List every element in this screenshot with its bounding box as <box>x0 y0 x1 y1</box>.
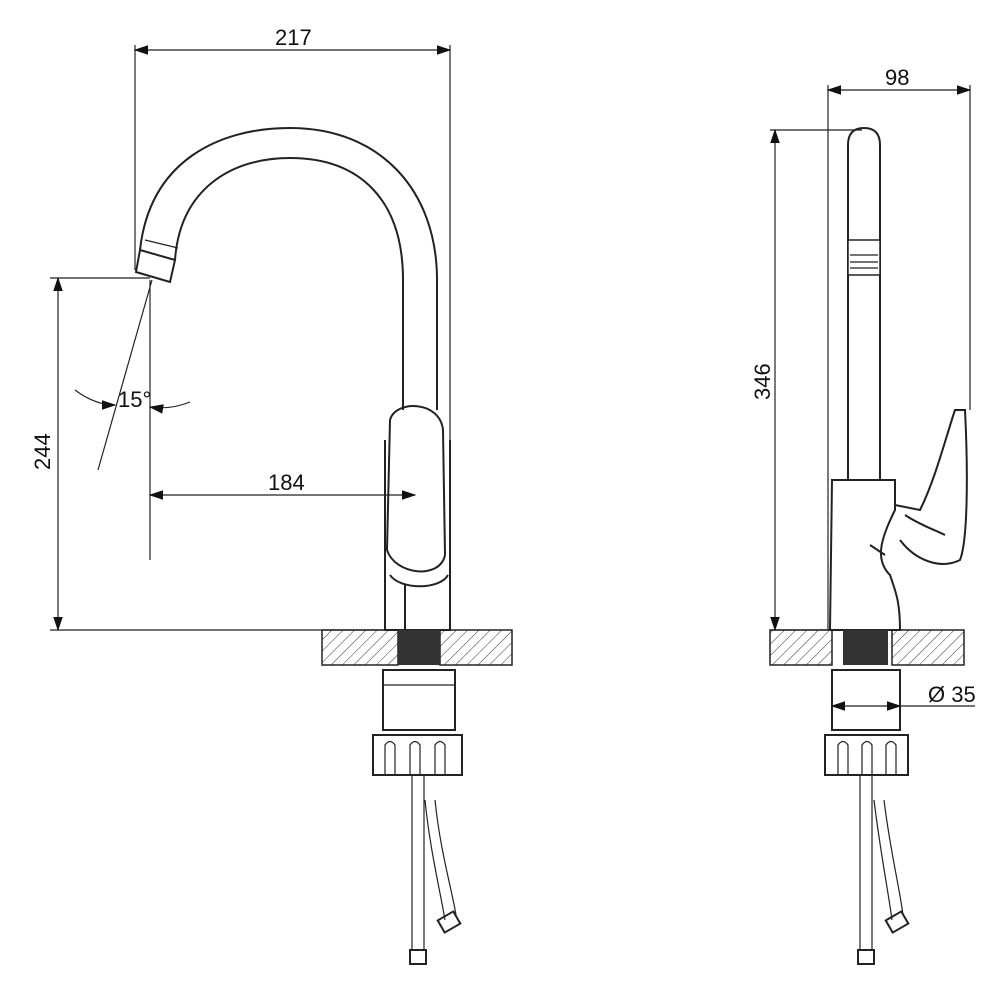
front-view: 217 244 184 15° <box>30 25 513 965</box>
side-washer <box>831 669 901 731</box>
side-nut <box>824 734 909 776</box>
side-view: 98 346 Ø 35 <box>750 65 976 965</box>
front-spout <box>139 126 438 410</box>
front-hose <box>411 775 457 950</box>
front-countertop-left <box>321 629 399 666</box>
front-handle <box>385 405 447 573</box>
side-threaded-shank <box>843 630 888 665</box>
side-body <box>828 479 902 631</box>
front-countertop-right <box>439 629 513 666</box>
dim-base-diameter: Ø 35 <box>928 682 976 707</box>
dim-overall-height: 346 <box>750 363 775 400</box>
side-countertop-left <box>769 629 833 666</box>
front-washer <box>382 669 456 731</box>
side-handle <box>869 409 968 565</box>
dim-spout-height: 244 <box>30 433 55 470</box>
dim-spout-reach: 184 <box>268 470 305 495</box>
front-aerator <box>134 248 177 284</box>
dim-overall-width: 217 <box>275 25 312 50</box>
side-aerator <box>847 239 881 276</box>
front-threaded-shank <box>398 630 440 665</box>
front-body <box>384 440 451 631</box>
side-hose <box>859 775 904 950</box>
dim-overall-depth: 98 <box>885 65 909 90</box>
front-nut <box>372 734 463 776</box>
dim-spout-angle: 15° <box>118 387 151 412</box>
side-spout <box>847 126 881 480</box>
side-countertop-right <box>891 629 965 666</box>
